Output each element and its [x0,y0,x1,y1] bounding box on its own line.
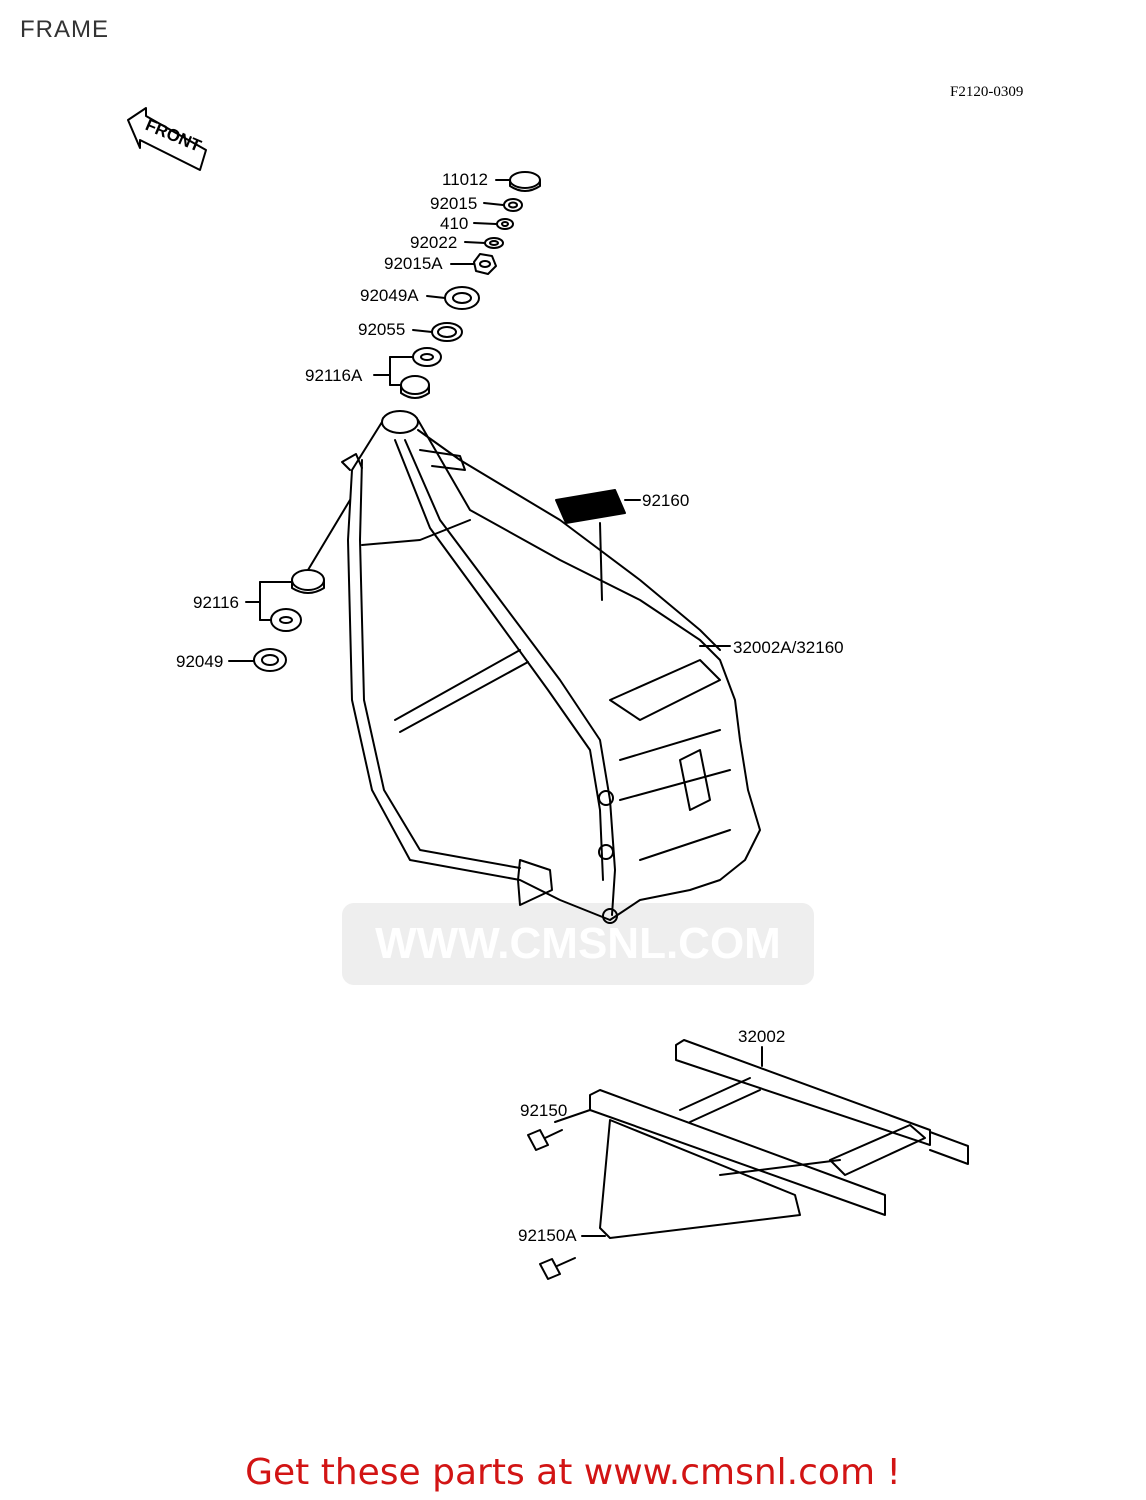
part-410-washer-icon [496,218,514,230]
part-label-92022: 92022 [410,233,458,252]
part-label-92015: 92015 [430,194,478,213]
watermark: WWW.CMSNL.COM [342,903,814,985]
part-label-92015A: 92015A [384,254,443,273]
part-label-92150: 92150 [520,1101,568,1120]
main-frame-icon [341,410,761,924]
part-92015-nut-icon [503,198,523,212]
part-label-32002A-32160: 32002A/32160 [733,638,844,657]
part-label-92160: 92160 [642,491,690,510]
part-11012-cap-icon [509,171,541,192]
front-label: FRONT [143,115,205,156]
part-92055-ring-icon [431,322,463,342]
diagram-code: F2120-0309 [950,84,1024,100]
footer-cta-link[interactable]: Get these parts at www.cmsnl.com ! [245,1452,901,1493]
part-92116-bearing-icon [270,499,351,632]
part-92049-seal-icon [253,648,287,672]
part-label-92116: 92116 [193,593,240,612]
part-label-92150A: 92150A [518,1226,577,1245]
part-92015A-nut-icon [473,253,497,275]
part-label-92116A: 92116A [305,366,363,385]
part-label-410: 410 [440,214,469,233]
part-32002-subframe-icon [589,1039,969,1239]
part-label-92055: 92055 [358,320,406,339]
part-label-32002: 32002 [738,1027,786,1046]
part-92049A-seal-icon [444,286,480,310]
front-arrow-icon: FRONT [127,107,207,171]
part-label-92049: 92049 [176,652,224,671]
part-92022-washer-icon [484,237,504,249]
part-92150-bolt-icon [527,1109,591,1151]
page-title: FRAME [20,16,109,43]
part-label-11012: 11012 [442,170,489,189]
part-92116A-bearing-icon [400,347,442,399]
part-92160-pad-icon [555,489,641,601]
part-label-92049A: 92049A [360,286,419,305]
part-92150A-bolt-icon [539,1235,606,1280]
